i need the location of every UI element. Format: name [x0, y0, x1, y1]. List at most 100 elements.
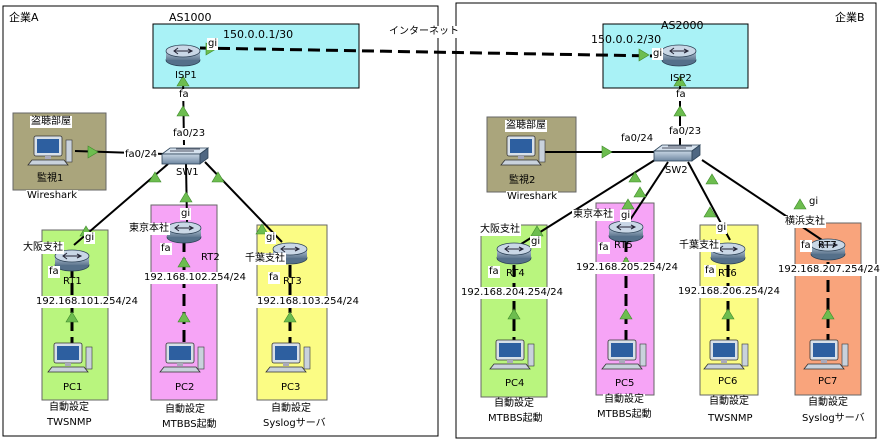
monitor1-tool: Wireshark	[26, 190, 79, 202]
isp2-fa: fa	[675, 89, 687, 101]
isp1-gi: gi	[207, 38, 219, 50]
arrow-sw1-rt2	[179, 191, 193, 203]
pc3-name: PC3	[281, 382, 301, 393]
switch-sw2-icon[interactable]	[653, 144, 701, 162]
arrow-mon2	[601, 145, 613, 159]
arrow-sw1-rt3	[211, 171, 225, 183]
switch-sw1-icon[interactable]	[161, 147, 209, 165]
monitor2-room: 盗聴部屋	[505, 120, 547, 132]
isp2-ip: 150.0.0.2/30	[591, 33, 662, 46]
pc5-app: MTBBS起動	[596, 409, 653, 421]
pc2-app: MTBBS起動	[161, 419, 218, 431]
arrow-sw1-up	[176, 105, 190, 117]
pc4-setting: 自動設定	[493, 398, 535, 410]
pc1-setting: 自動設定	[48, 402, 90, 414]
rt5-gi: gi	[620, 210, 632, 222]
router-isp1-icon[interactable]	[165, 44, 201, 67]
pc6-app: TWSNMP	[707, 413, 754, 425]
monitor2-tool: Wireshark	[506, 191, 559, 203]
arrow-sw2-rt5	[633, 186, 647, 198]
rt7-office: 横浜支社	[784, 216, 826, 228]
pc7-app: Syslogサーバ	[801, 413, 866, 425]
rt7-net: 192.168.207.254/24	[777, 264, 881, 276]
rt1-net: 192.168.101.254/24	[35, 296, 139, 308]
pc1-app: TWSNMP	[46, 417, 93, 429]
monitor2-name: 監視2	[509, 175, 536, 186]
pc4-name: PC4	[505, 378, 525, 389]
rt4-net: 192.168.204.254/24	[460, 287, 564, 299]
company-b-label: 企業B	[835, 11, 865, 24]
company-a-label: 企業A	[9, 11, 39, 24]
router-isp2-icon[interactable]	[661, 44, 697, 67]
rt4-office: 大阪支社	[479, 224, 521, 236]
isp1-ip: 150.0.0.1/30	[223, 28, 294, 41]
router-rt2-icon[interactable]	[166, 221, 202, 244]
company-a-border	[2, 5, 439, 437]
rt2-office: 東京本社	[128, 223, 170, 235]
rt7-gi: gi	[808, 196, 820, 208]
pc5-setting: 自動設定	[603, 394, 645, 406]
as2000-label: AS2000	[661, 19, 704, 32]
rt2-gi: gi	[180, 208, 192, 220]
monitor1-room: 盗聴部屋	[30, 116, 72, 128]
monitor1-name: 監視1	[37, 173, 64, 184]
pc1-name: PC1	[63, 382, 83, 393]
rt1-gi: gi	[84, 232, 96, 244]
sw1-mon-port: fa0/24	[124, 149, 159, 161]
pc6-setting: 自動設定	[708, 396, 750, 408]
isp1-name: ISP1	[175, 70, 197, 81]
pc4-app: MTBBS起動	[487, 413, 544, 425]
pc3-setting: 自動設定	[270, 403, 312, 415]
pc5-name: PC5	[615, 378, 635, 389]
rt6-office: 千葉支社	[678, 240, 720, 252]
rt3-router: RT3	[283, 276, 302, 287]
sw1-up-port: fa0/23	[172, 128, 207, 140]
rt6-fa: fa	[704, 265, 716, 277]
arrow-sw2-rt4	[628, 171, 642, 183]
rt4-router: RT4	[506, 268, 525, 279]
rt2-router: RT2	[201, 252, 220, 263]
pc2-setting: 自動設定	[164, 404, 206, 416]
arrow-rt7-up	[793, 198, 807, 210]
rt5-router: RT5	[614, 240, 633, 251]
link-isp1-isp2	[199, 46, 656, 58]
arrow-sw1-rt1	[148, 171, 162, 183]
pc2-name: PC2	[175, 382, 195, 393]
company-b-border	[455, 2, 877, 439]
rt4-gi: gi	[530, 236, 542, 248]
rt3-gi: gi	[265, 232, 277, 244]
rt7-router: RT7	[818, 240, 837, 251]
rt5-fa: fa	[598, 242, 610, 254]
sw2-mon-port: fa0/24	[620, 133, 655, 145]
rt2-net: 192.168.102.254/24	[143, 272, 247, 284]
rt6-gi: gi	[716, 222, 728, 234]
link-sw2-rt7	[701, 159, 826, 243]
pc7-setting: 自動設定	[807, 397, 849, 409]
rt6-net: 192.168.206.254/24	[677, 286, 781, 298]
arrow-sw2-up	[673, 105, 687, 117]
pc7-name: PC7	[818, 376, 838, 387]
isp2-name: ISP2	[670, 73, 692, 84]
internet-label: インターネット	[388, 26, 460, 38]
rt4-fa: fa	[488, 266, 500, 278]
link-sw2-rt5	[629, 161, 669, 221]
rt1-router: RT1	[63, 276, 82, 287]
router-rt4-icon[interactable]	[496, 242, 532, 265]
rt6-router: RT6	[718, 268, 737, 279]
router-rt5-icon[interactable]	[608, 220, 644, 243]
rt7-fa: fa	[800, 240, 812, 252]
isp1-fa: fa	[178, 89, 190, 101]
rt3-fa: fa	[268, 272, 280, 284]
rt1-office: 大阪支社	[22, 242, 64, 254]
pc6-name: PC6	[718, 376, 738, 387]
rt3-office: 千葉支社	[244, 253, 286, 265]
sw2-up-port: fa0/23	[668, 126, 703, 138]
rt2-fa: fa	[160, 243, 172, 255]
rt3-net: 192.168.103.254/24	[256, 296, 360, 308]
arrow-sw2-rt6	[705, 173, 719, 185]
rt1-fa: fa	[48, 266, 60, 278]
as1000-label: AS1000	[169, 11, 212, 24]
isp2-gi: gi	[652, 48, 664, 60]
rt5-office: 東京本社	[572, 209, 614, 221]
